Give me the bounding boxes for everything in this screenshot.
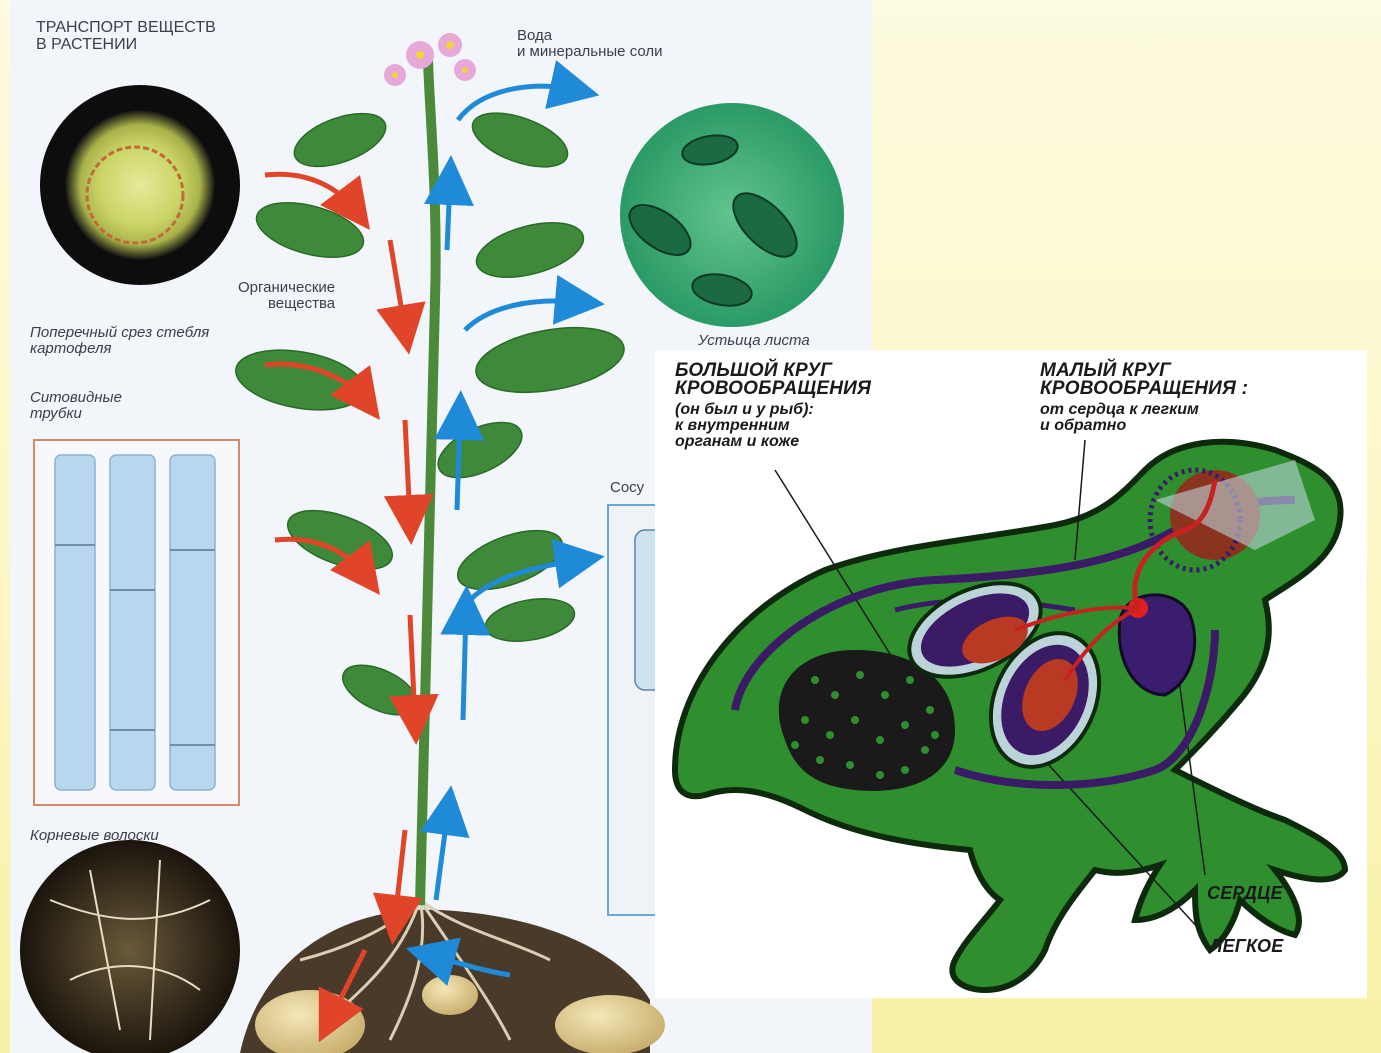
water-flow-arrows <box>430 86 580 975</box>
potato-tuber <box>555 995 665 1053</box>
root-hairs-label: Корневые волоски <box>30 828 159 844</box>
plant-stem <box>420 60 436 905</box>
sieve-tubes <box>55 455 215 790</box>
lung-label: ЛЕГКОЕ <box>1210 938 1283 955</box>
pulmonary-circuit-note: от сердца к легким и обратно <box>1040 402 1199 434</box>
systemic-circuit-title: БОЛЬШОЙ КРУГ КРОВООБРАЩЕНИЯ <box>675 362 871 398</box>
root-hairs-micrograph <box>20 840 240 1053</box>
pulmonary-circuit-title: МАЛЫЙ КРУГ КРОВООБРАЩЕНИЯ : <box>1040 362 1248 398</box>
sieve-tubes-label: Ситовидные трубки <box>30 390 122 422</box>
systemic-circuit-note: (он был и у рыб): к внутренним органам и… <box>675 402 814 450</box>
frog-circulation-panel: БОЛЬШОЙ КРУГ КРОВООБРАЩЕНИЯ (он был и у … <box>655 350 1367 998</box>
water-minerals-label: Вода и минеральные соли <box>517 28 663 60</box>
stomata-label: Устьица листа <box>698 333 810 349</box>
vessels-label: Сосу <box>610 480 644 496</box>
stem-cross-section <box>65 110 215 260</box>
potato-tuber <box>422 975 478 1015</box>
heart-label: СЕРДЦЕ <box>1207 885 1283 902</box>
cross-section-label: Поперечный срез стебля картофеля <box>30 325 209 357</box>
plant-title: ТРАНСПОРТ ВЕЩЕСТВ В РАСТЕНИИ <box>36 20 216 54</box>
organic-substances-label: Органические вещества <box>238 280 335 312</box>
